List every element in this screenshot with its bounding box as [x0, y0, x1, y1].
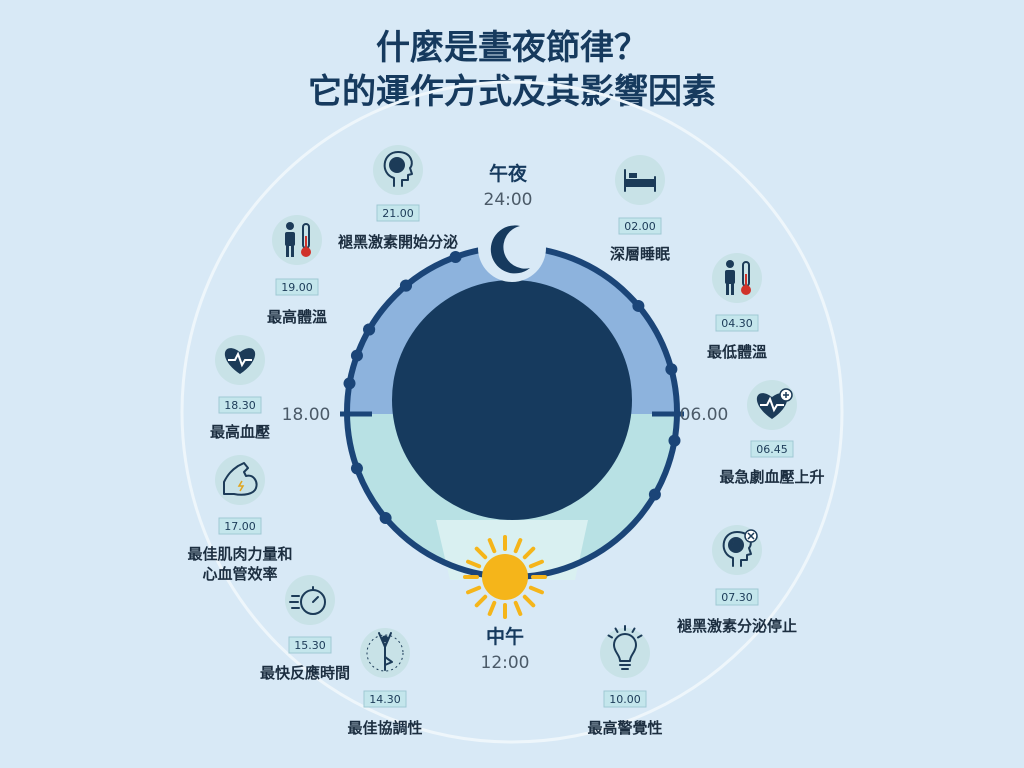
noon-time: 12:00 — [481, 653, 530, 673]
event-icon-circle — [712, 253, 762, 303]
event-time: 04.30 — [721, 317, 753, 330]
inner-core — [392, 280, 632, 520]
event-time: 15.30 — [294, 639, 326, 652]
midnight-time: 24:00 — [484, 190, 533, 210]
balance-pose-icon — [366, 632, 404, 672]
event-icon-circle — [600, 628, 650, 678]
sun-icon — [463, 535, 547, 619]
ring-dot — [665, 363, 678, 376]
event-time: 06.45 — [756, 443, 788, 456]
orbit-ring — [180, 80, 844, 744]
time-box — [288, 636, 332, 654]
moon-icon — [478, 214, 546, 282]
ring-dot — [399, 279, 412, 292]
event-icon-circle — [272, 215, 322, 265]
ring-dot — [648, 488, 661, 501]
event-marker: 15.30 最快反應時間 — [260, 575, 350, 682]
body-thermometer-icon — [725, 260, 751, 295]
event-icon-circle — [215, 455, 265, 505]
event-time: 10.00 — [609, 693, 641, 706]
event-marker: 02.00 深層睡眠 — [610, 155, 670, 263]
body-thermometer-icon — [285, 222, 311, 257]
time-box — [275, 278, 319, 296]
ring-dot — [379, 512, 392, 525]
event-label: 最高血壓 — [210, 423, 270, 441]
ring-dot — [343, 377, 356, 390]
head-moon-icon — [383, 151, 413, 187]
flexed-arm-icon — [223, 462, 258, 496]
heart-plus-icon — [756, 388, 793, 419]
event-marker: 21.00 褪黑激素開始分泌 — [337, 145, 458, 251]
event-marker: 04.30 最低體溫 — [707, 253, 767, 361]
ring-dots — [343, 250, 681, 525]
time-box — [603, 690, 647, 708]
event-marker: 17.00 最佳肌肉力量和心血管效率 — [187, 455, 293, 583]
time-box — [376, 204, 420, 222]
heart-pulse-icon — [224, 348, 256, 374]
event-time: 17.00 — [224, 520, 256, 533]
time-box — [750, 440, 794, 458]
event-time: 21.00 — [382, 207, 414, 220]
ring-dot — [363, 323, 376, 336]
page-subtitle: 它的運作方式及其影響因素 — [308, 72, 716, 112]
event-label: 最快反應時間 — [260, 664, 350, 682]
event-time: 14.30 — [369, 693, 401, 706]
ring-dot — [350, 349, 363, 362]
event-marker: 07.30 褪黑激素分泌停止 — [676, 525, 797, 635]
event-marker: 10.00 最高警覺性 — [587, 625, 663, 737]
ring-dot — [632, 299, 645, 312]
event-markers: 02.00 深層睡眠 04.30 最低體溫 06.45 最急劇血壓上升 07.30 褪黑激素分… — [187, 145, 825, 737]
time-box — [363, 690, 407, 708]
ring-dot — [668, 434, 681, 447]
event-time: 02.00 — [624, 220, 656, 233]
event-label: 最急劇血壓上升 — [719, 468, 824, 486]
event-label: 深層睡眠 — [610, 245, 670, 263]
event-label: 褪黑激素分泌停止 — [676, 617, 797, 635]
event-time: 18.30 — [224, 399, 256, 412]
event-label: 最佳協調性 — [347, 719, 422, 737]
event-label: 最佳肌肉力量和心血管效率 — [187, 545, 292, 583]
event-time: 07.30 — [721, 591, 753, 604]
time-18-label: 18.00 — [282, 405, 331, 425]
title-block: 什麼是晝夜節律？ 它的運作方式及其影響因素 — [0, 26, 1024, 114]
event-label: 褪黑激素開始分泌 — [337, 233, 458, 251]
head-moon-x-icon — [722, 529, 758, 567]
event-time: 19.00 — [281, 281, 313, 294]
time-box — [218, 517, 262, 535]
event-label: 最高體溫 — [267, 308, 327, 326]
event-marker: 14.30 最佳協調性 — [347, 628, 423, 737]
time-box — [715, 588, 759, 606]
bed-icon — [624, 169, 656, 192]
event-marker: 06.45 最急劇血壓上升 — [719, 380, 825, 486]
event-marker: 18.30 最高血壓 — [210, 335, 270, 441]
lightbulb-icon — [607, 625, 643, 670]
event-icon-circle — [285, 575, 335, 625]
time-box — [715, 314, 759, 332]
time-box — [618, 217, 662, 235]
time-box — [218, 396, 262, 414]
event-marker: 19.00 最高體溫 — [267, 215, 327, 326]
page-title: 什麼是晝夜節律？ — [376, 28, 648, 68]
time-06-label: 06.00 — [680, 405, 729, 425]
stopwatch-icon — [289, 586, 326, 615]
ring-dot — [350, 462, 363, 475]
midnight-label: 午夜 — [489, 162, 528, 185]
event-label: 最低體溫 — [707, 343, 767, 361]
noon-label: 中午 — [486, 625, 524, 648]
event-label: 最高警覺性 — [587, 719, 662, 737]
ring-dot — [449, 250, 462, 263]
